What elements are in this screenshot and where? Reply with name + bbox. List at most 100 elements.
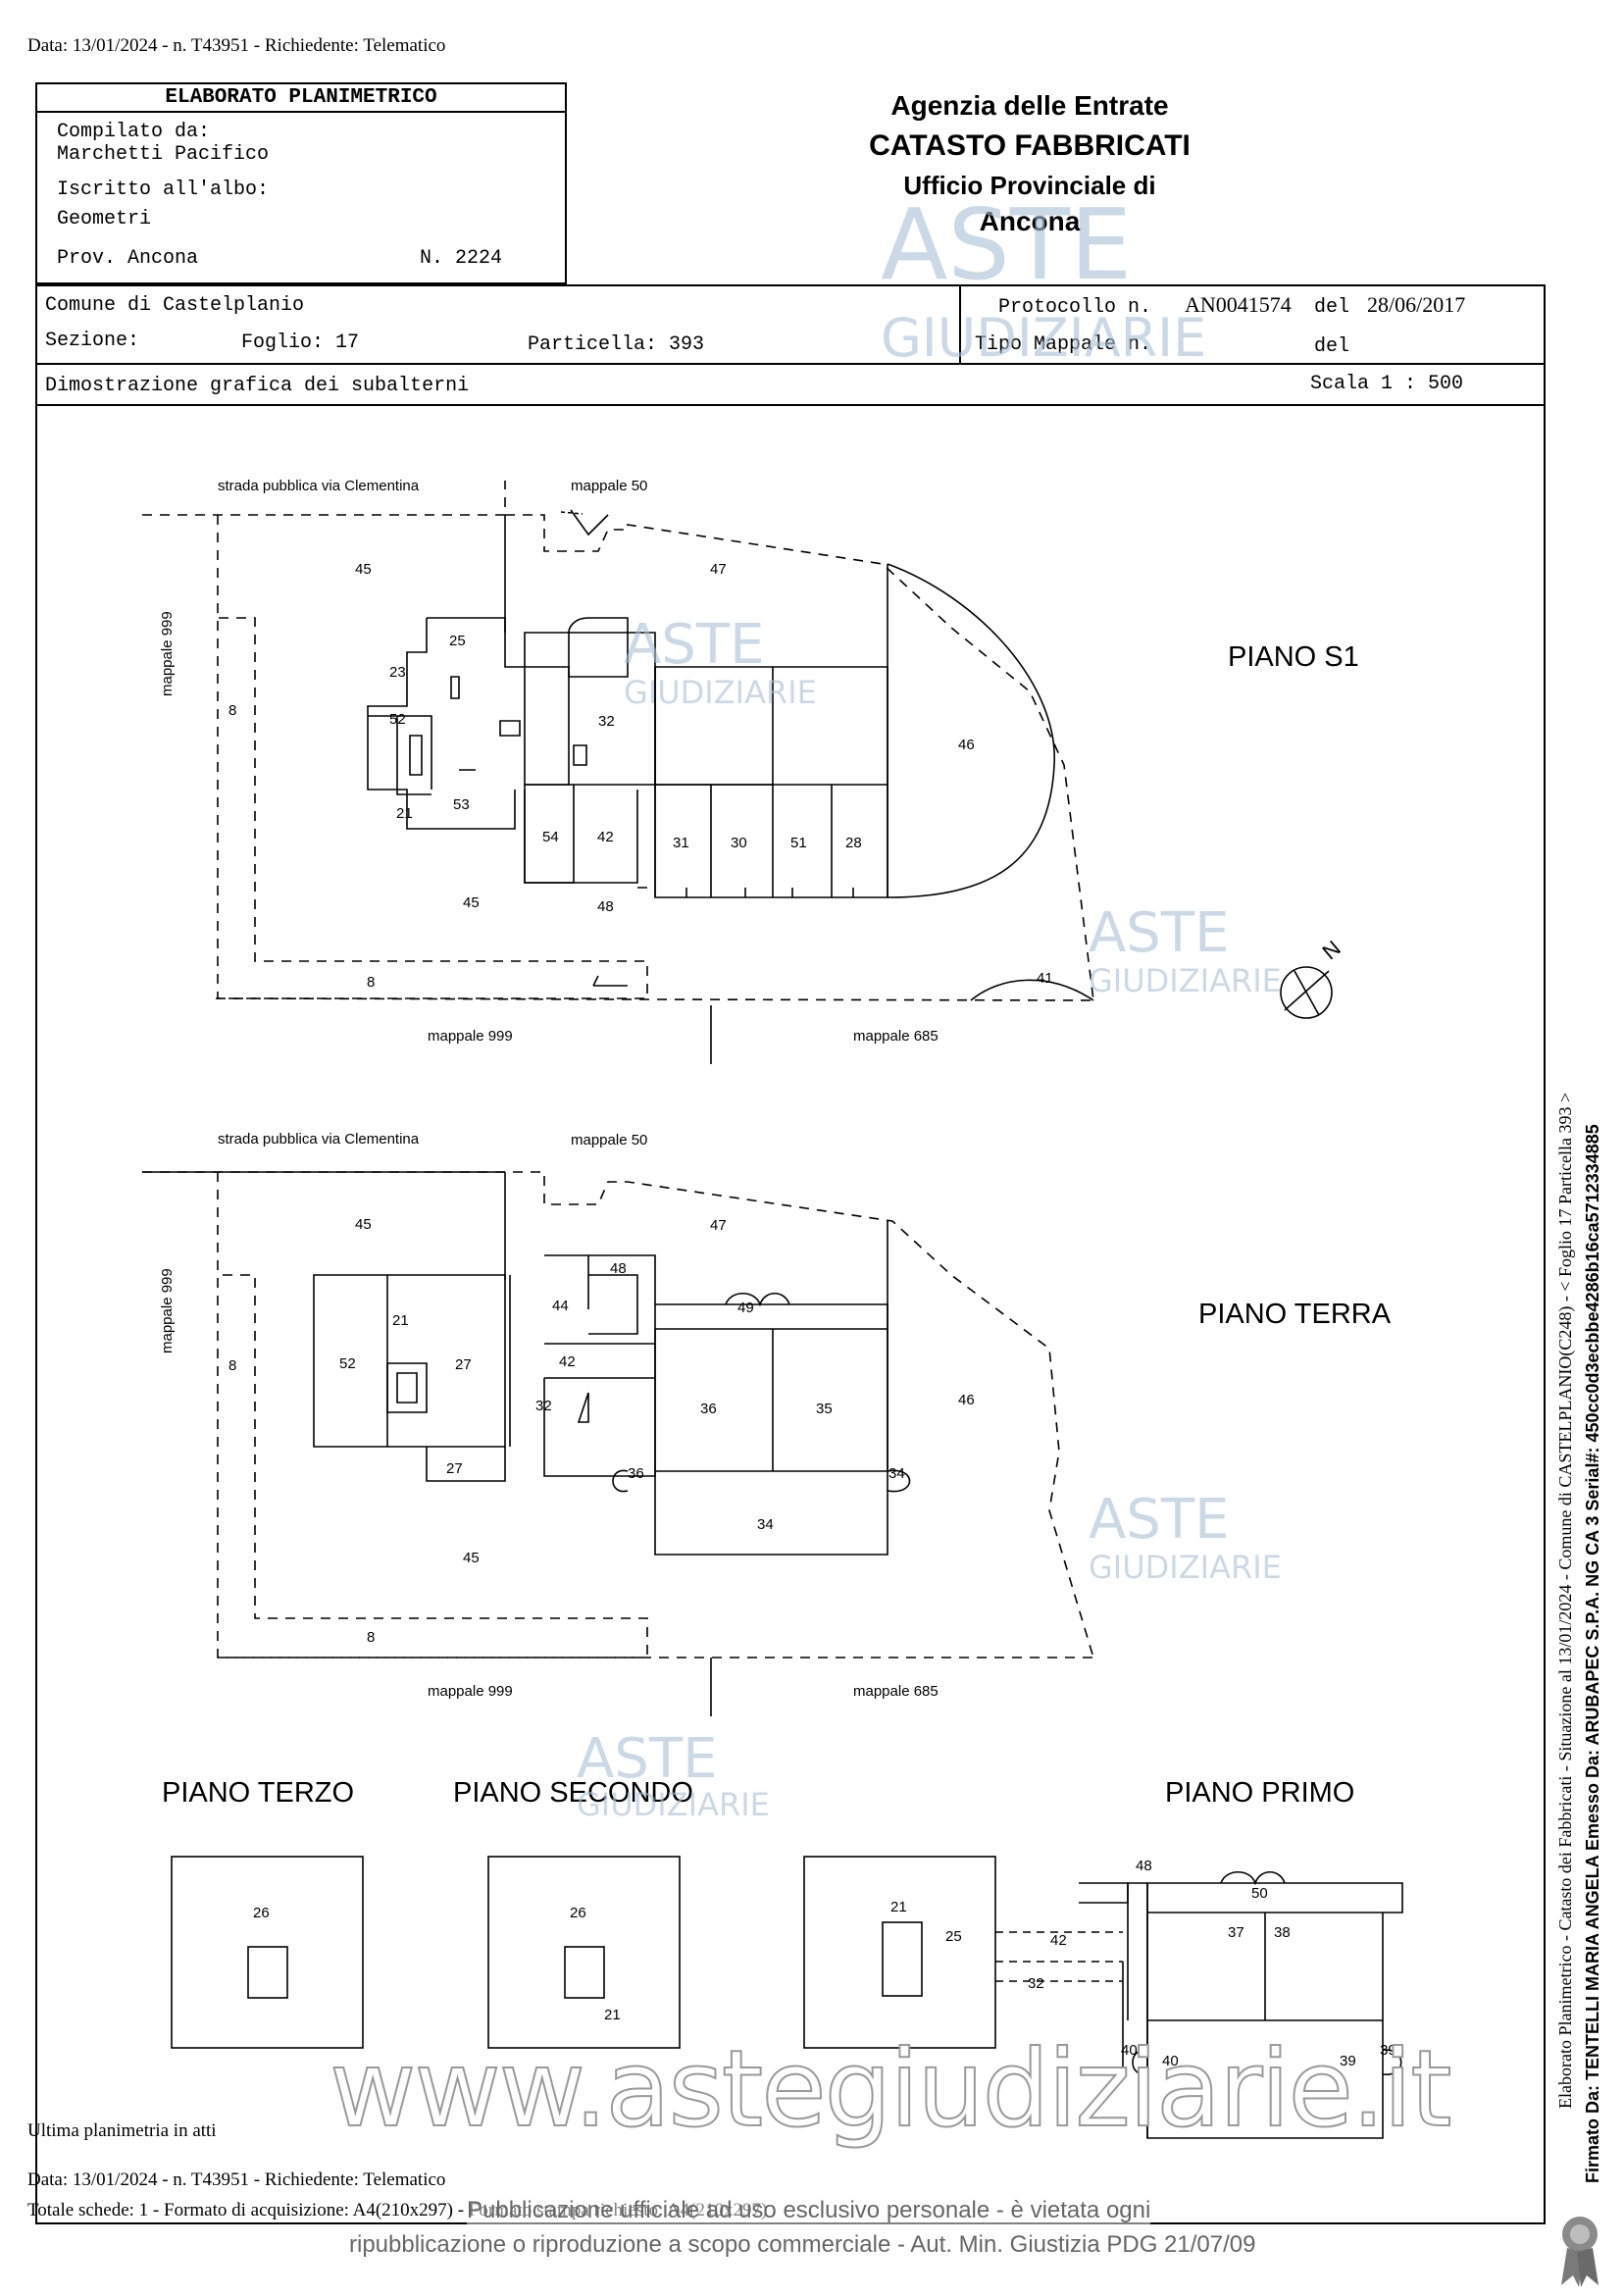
- label-mappale50-s1: mappale 50: [571, 478, 648, 494]
- del-value-1: 28/06/2017: [1367, 292, 1466, 317]
- num-s1-45b: 45: [463, 894, 480, 911]
- compass-icon: [1280, 966, 1333, 1019]
- label-mappale685-terra: mappale 685: [853, 1683, 939, 1700]
- seal-icon: [1561, 2217, 1599, 2287]
- side-text-2: Firmato Da: TENTELLI MARIA ANGELA Emesso…: [1583, 1124, 1602, 2183]
- num-t-47: 47: [710, 1217, 727, 1234]
- plan-upper: [171, 1856, 1403, 2139]
- num-t-35: 35: [816, 1401, 833, 1417]
- label-mappale999-s1: mappale 999: [428, 1028, 513, 1045]
- header-line: Data: 13/01/2024 - n. T43951 - Richieden…: [27, 35, 446, 56]
- num-t-45b: 45: [463, 1550, 480, 1566]
- watermark-aste-2: ASTE: [1089, 901, 1230, 965]
- iscritto-value: Geometri: [57, 208, 152, 230]
- num-t-27a: 27: [455, 1356, 472, 1373]
- watermark-giudiziarie-header: GIUDIZIARIE: [881, 307, 1207, 369]
- label-mappale50-terra: mappale 50: [571, 1132, 648, 1148]
- tipo-mappale: Tipo Mappale n.: [975, 333, 1152, 356]
- floor-title-primo: PIANO PRIMO: [1165, 1777, 1355, 1809]
- label-mappale999-vert-terra: mappale 999: [159, 1268, 176, 1353]
- info-vertical-divider: [959, 284, 961, 363]
- num-s1-52: 52: [389, 711, 406, 728]
- num-primo-42: 42: [1050, 1932, 1067, 1949]
- prov-label: Prov. Ancona: [57, 247, 199, 270]
- num-t-8b: 8: [367, 1629, 376, 1646]
- protocollo-label: Protocollo n.: [998, 296, 1152, 319]
- label-strada-s1: strada pubblica via Clementina: [218, 478, 420, 494]
- num-s1-48: 48: [597, 898, 614, 915]
- watermark-aste-1: ASTE: [624, 613, 765, 677]
- num-s1-41: 41: [1037, 970, 1053, 987]
- compilato-label: Compilato da:: [57, 121, 211, 143]
- num-primo-32: 32: [1028, 1975, 1044, 1992]
- compilato-name: Marchetti Pacifico: [57, 143, 270, 166]
- agency-line-1: Agenzia delle Entrate: [890, 90, 1169, 121]
- iscritto-label: Iscritto all'albo:: [57, 179, 270, 201]
- watermark-giudiziarie-2: GIUDIZIARIE: [1089, 962, 1282, 999]
- num-s1-8b: 8: [367, 974, 376, 991]
- dimostrazione: Dimostrazione grafica dei subalterni: [45, 375, 470, 397]
- watermark-website: www.astegiudiziarie.it: [329, 2027, 1453, 2152]
- num-s1-28: 28: [845, 835, 862, 851]
- footer-data-line: Data: 13/01/2024 - n. T43951 - Richieden…: [27, 2169, 446, 2190]
- protocollo-value: AN0041574: [1185, 292, 1292, 317]
- info-row-divider: [35, 363, 1546, 365]
- label-mappale999-vert-s1: mappale 999: [159, 611, 176, 696]
- num-t-45a: 45: [355, 1216, 372, 1233]
- num-t-27b: 27: [446, 1460, 463, 1477]
- num-s1-53: 53: [453, 796, 470, 813]
- num-t-46: 46: [958, 1392, 975, 1408]
- scala: Scala 1 : 500: [1310, 373, 1464, 395]
- del-label-2: del: [1314, 335, 1350, 358]
- num-primo-40b: 40: [1162, 2053, 1179, 2069]
- sezione: Sezione:: [45, 330, 140, 352]
- num-s1-54: 54: [542, 829, 559, 845]
- num-s1-32: 32: [598, 713, 615, 730]
- num-secondo-26: 26: [570, 1905, 586, 1921]
- comune: Comune di Castelplanio: [45, 294, 305, 317]
- num-s1-42: 42: [597, 829, 614, 845]
- floor-title-terra: PIANO TERRA: [1198, 1299, 1392, 1330]
- side-text-1: Elaborato Planimetrico - Catasto dei Fab…: [1555, 1092, 1575, 2109]
- num-s1-31: 31: [673, 835, 689, 851]
- watermark-giudiziarie-4: GIUDIZIARIE: [577, 1786, 770, 1823]
- num-secondo-21: 21: [604, 2007, 621, 2023]
- label-mappale999-terra: mappale 999: [428, 1683, 513, 1700]
- num-t-36b: 36: [628, 1465, 644, 1482]
- num-primo-37: 37: [1228, 1924, 1244, 1941]
- watermark-aste-header: ASTE: [881, 187, 1133, 302]
- title-box: ELABORATO PLANIMETRICO Compilato da: Mar…: [35, 82, 567, 284]
- num-t-49: 49: [737, 1300, 754, 1316]
- numero-albo: N. 2224: [420, 247, 503, 270]
- particella: Particella: 393: [528, 333, 705, 356]
- num-primo-39a: 39: [1340, 2053, 1356, 2069]
- num-s1-45a: 45: [355, 561, 372, 578]
- title-box-heading: ELABORATO PLANIMETRICO: [37, 86, 565, 113]
- watermark-giudiziarie-1: GIUDIZIARIE: [624, 674, 817, 711]
- watermark-aste-3: ASTE: [1089, 1488, 1230, 1552]
- plan-terra: [142, 1171, 1094, 1716]
- plan-s1: [142, 481, 1094, 1064]
- num-t-44: 44: [552, 1298, 569, 1314]
- num-t-48: 48: [610, 1260, 627, 1277]
- num-t-36a: 36: [700, 1401, 717, 1417]
- num-t-34b: 34: [757, 1516, 774, 1533]
- num-terzo-26: 26: [253, 1905, 270, 1921]
- num-primo-25: 25: [945, 1928, 962, 1945]
- agency-line-2: CATASTO FABBRICATI: [869, 129, 1191, 162]
- num-primo-38: 38: [1274, 1924, 1291, 1941]
- label-strada-terra: strada pubblica via Clementina: [218, 1131, 420, 1148]
- num-s1-51: 51: [790, 835, 807, 851]
- info-row-divider-2: [35, 404, 1546, 406]
- num-s1-23: 23: [389, 664, 406, 681]
- num-primo-21: 21: [890, 1899, 907, 1915]
- num-s1-47: 47: [710, 561, 727, 578]
- num-t-8a: 8: [228, 1357, 237, 1374]
- agency-line-4: Ancona: [979, 206, 1081, 236]
- num-primo-40a: 40: [1121, 2042, 1138, 2059]
- num-primo-48: 48: [1136, 1858, 1152, 1874]
- num-primo-50: 50: [1251, 1885, 1268, 1902]
- info-top-left-connector: [567, 284, 959, 286]
- num-s1-46: 46: [958, 737, 975, 753]
